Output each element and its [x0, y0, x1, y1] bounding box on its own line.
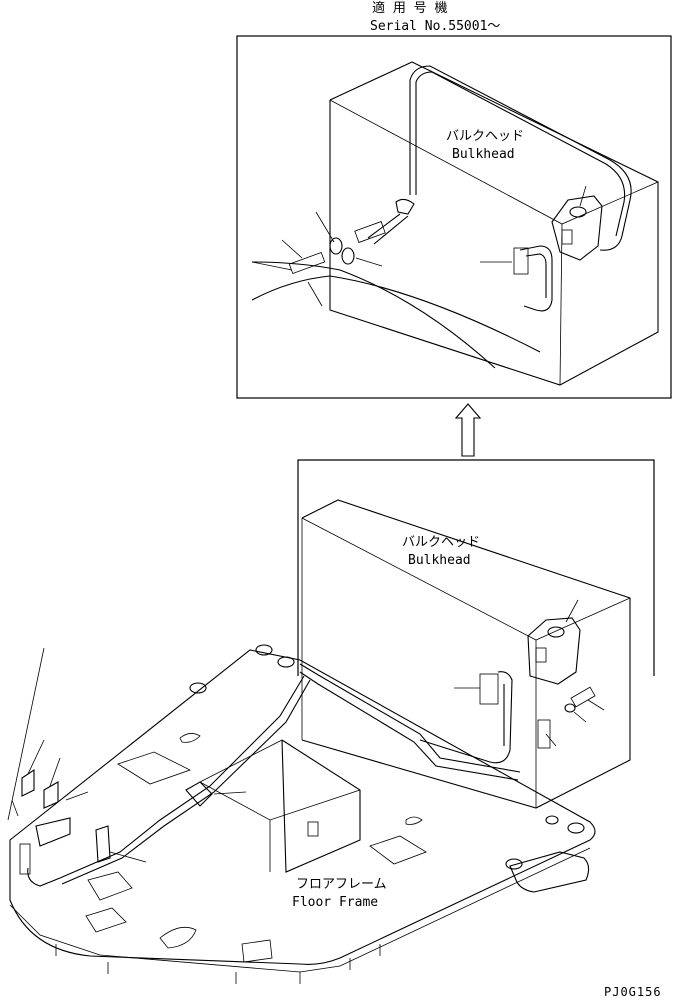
floor-frame-en: Floor Frame — [292, 895, 378, 910]
serial-number-label: Serial No.55001～ — [370, 19, 500, 34]
detail-view-frame — [236, 35, 672, 399]
detail-bulkhead-jp: バルクヘッド — [446, 129, 524, 144]
detail-view-drawing — [251, 61, 659, 386]
floor-frame-jp: フロアフレーム — [296, 877, 387, 892]
applicable-machine-label: 適 用 号 機 — [372, 0, 447, 16]
main-bulkhead-jp: バルクヘッド — [402, 535, 480, 550]
main-view-drawing — [7, 459, 655, 984]
main-bulkhead-en: Bulkhead — [408, 553, 471, 568]
up-arrow-icon — [454, 403, 482, 457]
detail-bulkhead-en: Bulkhead — [452, 147, 515, 162]
drawing-code: PJ0G156 — [604, 985, 662, 999]
